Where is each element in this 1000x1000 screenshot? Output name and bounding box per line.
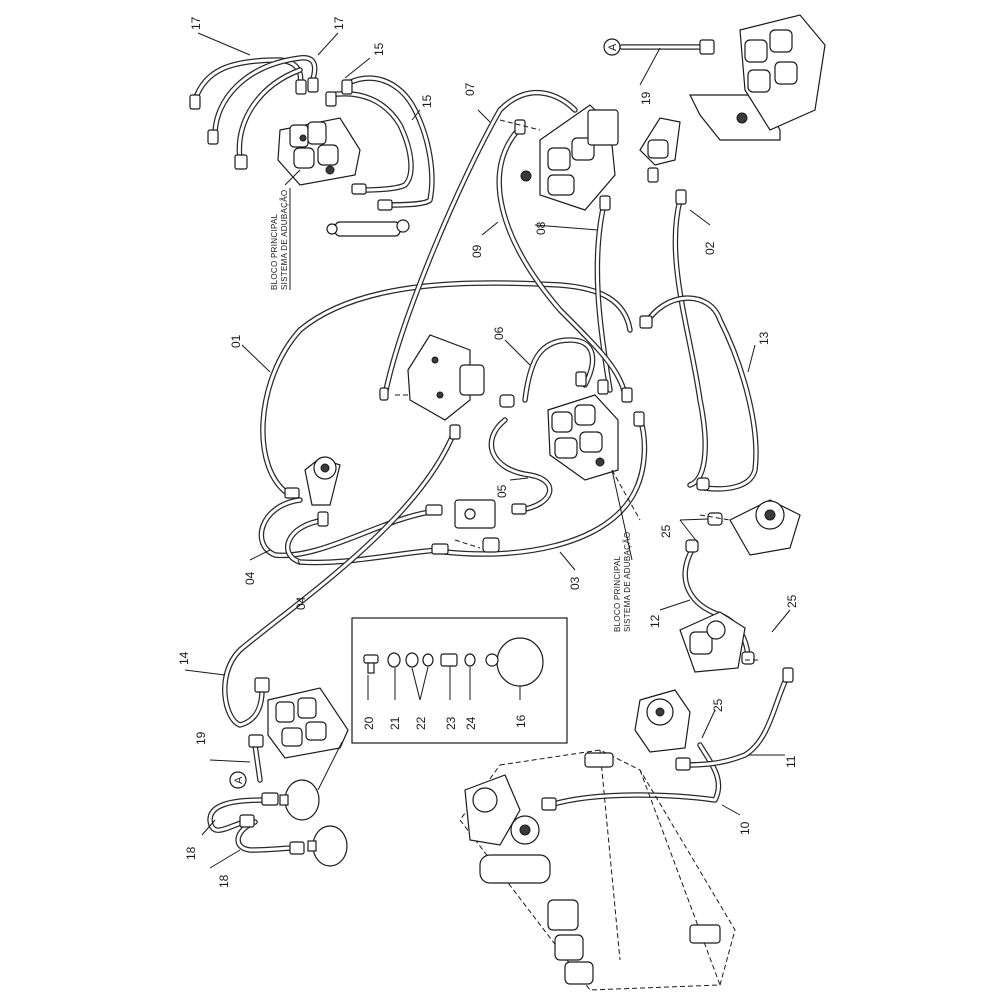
label-09: 09	[470, 244, 484, 258]
hose-04-inner	[285, 517, 443, 566]
hose-15	[327, 75, 435, 208]
hydraulic-motor-right-middle	[679, 611, 746, 673]
label-15b: 15	[420, 94, 434, 108]
label-04a: 04	[243, 571, 257, 585]
label-22: 22	[414, 716, 428, 730]
hose-05	[488, 417, 553, 513]
part-labels: 01 02 03 04 04 05 06 07 08 09 10 11 12 1…	[177, 16, 799, 888]
hose-01	[260, 280, 633, 498]
hose-fittings	[189, 39, 794, 855]
hose-09	[496, 125, 628, 398]
valve-assembly-top-center	[520, 104, 619, 211]
label-21: 21	[388, 716, 402, 730]
label-02: 02	[703, 241, 717, 255]
label-15a: 15	[372, 42, 386, 56]
hose-13	[642, 295, 759, 492]
label-25c: 25	[711, 698, 725, 712]
label-17b: 17	[332, 16, 346, 30]
hose-03	[442, 417, 648, 557]
reference-a-top-text: A	[607, 43, 619, 51]
label-24: 24	[464, 716, 478, 730]
reference-a-top: A	[603, 38, 621, 56]
reference-a-bottom-text: A	[233, 776, 245, 784]
hose-17	[192, 55, 318, 163]
label-07: 07	[463, 82, 477, 96]
hose-06	[522, 337, 596, 403]
accumulator-lower	[307, 825, 348, 867]
label-04b: 04	[294, 596, 308, 610]
note-top-line2: SISTEMA DE ADUBAÇÃO	[280, 190, 289, 290]
hose-08	[594, 197, 613, 393]
label-25a: 25	[659, 524, 673, 538]
label-19a: 19	[639, 91, 653, 105]
valve-block-top-left	[277, 117, 361, 186]
tee-block	[454, 499, 500, 553]
label-12: 12	[648, 614, 662, 628]
valve-small-top	[639, 117, 681, 166]
label-25b: 25	[785, 594, 799, 608]
hose-11	[677, 672, 791, 768]
note-middle: BLOCO PRINCIPAL SISTEMA DE ADUBAÇÃO	[611, 469, 633, 632]
hose-07	[382, 89, 578, 398]
note-mid-line2: SISTEMA DE ADUBAÇÃO	[623, 532, 632, 632]
valve-block-center	[547, 394, 619, 481]
hydraulic-motor-left	[304, 456, 341, 506]
label-10: 10	[738, 821, 752, 835]
label-17a: 17	[189, 16, 203, 30]
hydraulic-motor-right-lower	[634, 689, 691, 753]
leader-lines	[184, 32, 791, 869]
note-top-left: BLOCO PRINCIPAL SISTEMA DE ADUBAÇÃO	[270, 188, 291, 290]
label-19b: 19	[194, 731, 208, 745]
label-18a: 18	[184, 846, 198, 860]
label-20: 20	[362, 716, 376, 730]
hose-14	[222, 427, 458, 728]
chassis-frame	[459, 749, 736, 991]
hose-02	[672, 197, 708, 488]
label-05: 05	[495, 484, 509, 498]
label-16: 16	[514, 714, 528, 728]
label-18b: 18	[217, 874, 231, 888]
hose-19-bottom	[252, 742, 263, 783]
label-03: 03	[568, 576, 582, 590]
label-14: 14	[177, 651, 191, 665]
note-mid-line1: BLOCO PRINCIPAL	[613, 555, 622, 632]
detail-box	[351, 617, 568, 744]
hose-18	[207, 797, 298, 853]
pump-assembly-bottom	[464, 774, 594, 985]
hydraulic-cylinder-small	[326, 219, 410, 237]
label-08: 08	[534, 221, 548, 235]
dashed-connectors	[395, 119, 760, 661]
valve-block-top-right	[689, 14, 826, 141]
label-13: 13	[757, 331, 771, 345]
label-01: 01	[229, 334, 243, 348]
label-23: 23	[444, 716, 458, 730]
note-top-line1: BLOCO PRINCIPAL	[270, 213, 279, 290]
valve-block-bottom-left	[267, 687, 349, 759]
mounting-plate-center	[407, 334, 485, 421]
accumulator-upper	[279, 779, 320, 821]
reference-a-bottom: A	[229, 771, 247, 789]
label-11: 11	[784, 755, 798, 768]
hydraulic-motor-right-upper	[707, 499, 801, 556]
label-06: 06	[492, 326, 506, 340]
